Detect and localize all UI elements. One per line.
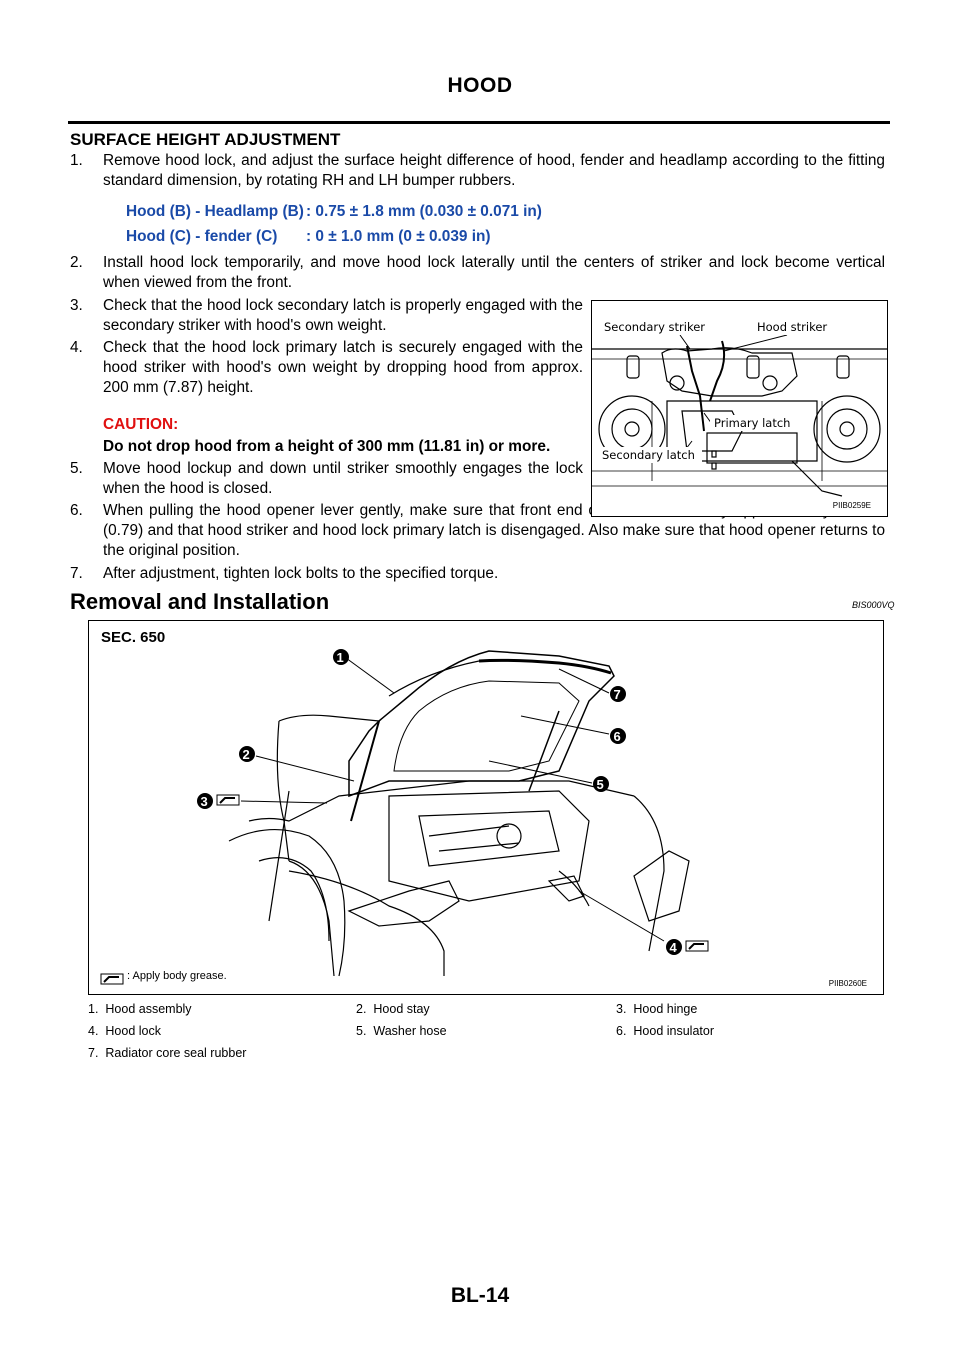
callout-number: 5 bbox=[597, 777, 604, 792]
legend-item-1: 1. Hood assembly bbox=[88, 1002, 192, 1016]
step-number: 7. bbox=[70, 565, 83, 582]
spec-value: : 0.75 ± 1.8 mm (0.030 ± 0.071 in) bbox=[306, 203, 542, 220]
legend-text: Hood assembly bbox=[105, 1002, 192, 1016]
step-number: 5. bbox=[70, 460, 83, 477]
step-text: Install hood lock temporarily, and move … bbox=[103, 254, 885, 291]
legend-text: Hood stay bbox=[373, 1002, 430, 1016]
spec-value: : 0 ± 1.0 mm (0 ± 0.039 in) bbox=[306, 228, 491, 245]
callout-6: 6 bbox=[610, 728, 626, 744]
spec-row: Hood (B) - Headlamp (B) : 0.75 ± 1.8 mm … bbox=[126, 203, 542, 221]
legend-number: 6. bbox=[616, 1024, 627, 1038]
spec-label: Hood (C) - fender (C) bbox=[126, 228, 278, 245]
grease-icon bbox=[216, 794, 240, 806]
callout-3: 3 bbox=[197, 793, 240, 809]
step-number: 3. bbox=[70, 297, 83, 314]
step-text: Remove hood lock, and adjust the surface… bbox=[103, 152, 885, 189]
page-number: BL-14 bbox=[450, 1284, 510, 1307]
hood-lock-figure: Secondary striker Hood striker Primary l… bbox=[591, 300, 888, 517]
hood-striker-label: Hood striker bbox=[757, 320, 827, 334]
secondary-latch-label: Secondary latch bbox=[602, 448, 695, 462]
step-text: Move hood lockup and down until striker … bbox=[103, 460, 583, 497]
hood-lock-illustration: Secondary striker Hood striker Primary l… bbox=[592, 319, 887, 497]
hood-assembly-illustration: 1 7 6 5 2 3 4 bbox=[100, 649, 709, 985]
step-number: 6. bbox=[70, 502, 83, 519]
callout-number: 3 bbox=[201, 794, 208, 809]
legend-item-7: 7. Radiator core seal rubber bbox=[88, 1046, 246, 1060]
legend-text: Washer hose bbox=[373, 1024, 447, 1038]
spec-label: Hood (B) - Headlamp (B) bbox=[126, 203, 304, 220]
legend-item-3: 3. Hood hinge bbox=[616, 1002, 697, 1016]
callout-number: 6 bbox=[614, 729, 621, 744]
spec-row: Hood (C) - fender (C) : 0 ± 1.0 mm (0 ± … bbox=[126, 228, 491, 246]
legend-item-4: 4. Hood lock bbox=[88, 1024, 161, 1038]
legend-number: 5. bbox=[356, 1024, 367, 1038]
legend-number: 7. bbox=[88, 1046, 99, 1060]
callout-number: 7 bbox=[614, 687, 621, 702]
figure-code: PIIB0260E bbox=[828, 979, 867, 988]
section-code: BIS000VQ bbox=[852, 600, 895, 610]
figure-code: PIIB0259E bbox=[832, 501, 871, 510]
caution-text: Do not drop hood from a height of 300 mm… bbox=[103, 438, 551, 455]
callout-number: 1 bbox=[337, 650, 344, 665]
step-number: 4. bbox=[70, 339, 83, 356]
grease-icon bbox=[685, 940, 709, 952]
section-number: SEC. 650 bbox=[101, 629, 166, 646]
callout-4: 4 bbox=[666, 939, 709, 955]
legend-text: Hood hinge bbox=[633, 1002, 698, 1016]
callout-number: 4 bbox=[670, 940, 678, 955]
removal-installation-title: Removal and Installation bbox=[70, 589, 330, 614]
callout-number: 2 bbox=[243, 747, 250, 762]
step-text: Check that the hood lock primary latch i… bbox=[103, 339, 583, 396]
step-text: Check that the hood lock secondary latch… bbox=[103, 297, 583, 334]
legend-number: 2. bbox=[356, 1002, 367, 1016]
step-text: After adjustment, tighten lock bolts to … bbox=[103, 565, 499, 582]
legend-number: 1. bbox=[88, 1002, 99, 1016]
legend-item-6: 6. Hood insulator bbox=[616, 1024, 714, 1038]
step-number: 2. bbox=[70, 254, 83, 271]
callout-2: 2 bbox=[239, 746, 255, 762]
callout-1: 1 bbox=[333, 649, 349, 665]
legend-number: 3. bbox=[616, 1002, 627, 1016]
hood-assembly-figure: SEC. 650 bbox=[88, 620, 884, 995]
legend-item-5: 5. Washer hose bbox=[356, 1024, 447, 1038]
legend-number: 4. bbox=[88, 1024, 99, 1038]
legend-text: Radiator core seal rubber bbox=[105, 1046, 247, 1060]
legend-text: Hood lock bbox=[105, 1024, 161, 1038]
grease-icon bbox=[100, 973, 124, 985]
grease-note: : Apply body grease. bbox=[127, 970, 227, 982]
callout-7: 7 bbox=[610, 686, 626, 702]
section-title: SURFACE HEIGHT ADJUSTMENT bbox=[70, 130, 341, 149]
header-rule bbox=[68, 121, 890, 124]
legend-text: Hood insulator bbox=[633, 1024, 714, 1038]
callout-5: 5 bbox=[593, 776, 609, 792]
caution-label: CAUTION: bbox=[103, 416, 179, 433]
step-number: 1. bbox=[70, 152, 83, 169]
primary-latch-label: Primary latch bbox=[714, 416, 790, 430]
page-header: HOOD bbox=[447, 74, 513, 97]
secondary-striker-label: Secondary striker bbox=[604, 320, 705, 334]
legend-item-2: 2. Hood stay bbox=[356, 1002, 430, 1016]
